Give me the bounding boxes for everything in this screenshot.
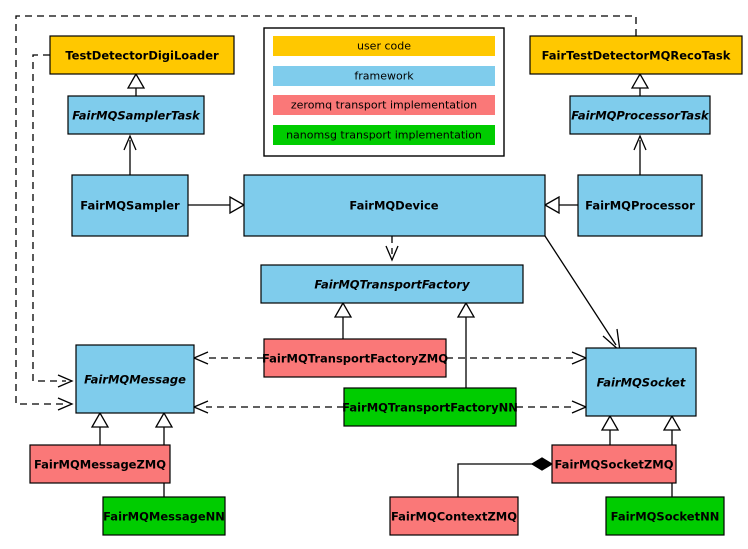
legend-item-zeromq: zeromq transport implementation <box>273 95 495 115</box>
legend-label-nanomsg: nanomsg transport implementation <box>286 129 482 142</box>
node-FairMQProcessorTask[interactable]: FairMQProcessorTask <box>569 95 711 135</box>
node-FairMQDevice[interactable]: FairMQDevice <box>243 174 546 237</box>
edge-tfzmq-to-tf <box>333 301 353 339</box>
edge-tfnn-to-message <box>192 400 344 414</box>
node-FairMQMessage[interactable]: FairMQMessage <box>75 344 195 414</box>
node-FairTestDetectorMQRecoTask[interactable]: FairTestDetectorMQRecoTask <box>529 35 743 75</box>
node-FairMQSocketNN[interactable]: FairMQSocketNN <box>605 496 725 536</box>
node-FairMQMessageZMQ[interactable]: FairMQMessageZMQ <box>29 444 171 484</box>
edge-recotask-to-message <box>15 15 637 411</box>
legend-swatch-nanomsg <box>273 125 495 145</box>
node-TestDetectorDigiLoader[interactable]: TestDetectorDigiLoader <box>49 35 235 75</box>
edge-contextzmq-to-socketzmq <box>457 457 554 497</box>
node-FairMQContextZMQ[interactable]: FairMQContextZMQ <box>389 496 519 536</box>
node-label-FairMQSocket: FairMQSocket <box>597 376 686 390</box>
edge-device-to-transportfactory <box>385 236 399 262</box>
legend-item-nanomsg: nanomsg transport implementation <box>273 125 495 145</box>
node-label-TestDetectorDigiLoader: TestDetectorDigiLoader <box>65 49 219 63</box>
node-FairMQSocket[interactable]: FairMQSocket <box>585 347 697 417</box>
legend-label-zeromq: zeromq transport implementation <box>291 99 477 112</box>
edge-device-to-socket <box>544 235 621 353</box>
node-label-FairMQTransportFactoryNN: FairMQTransportFactoryNN <box>342 401 518 415</box>
node-FairMQProcessor[interactable]: FairMQProcessor <box>577 174 703 237</box>
node-label-FairMQTransportFactoryZMQ: FairMQTransportFactoryZMQ <box>262 352 448 366</box>
node-FairMQTransportFactoryNN[interactable]: FairMQTransportFactoryNN <box>342 387 518 427</box>
node-FairMQSocketZMQ[interactable]: FairMQSocketZMQ <box>551 444 677 484</box>
node-label-FairMQMessageNN: FairMQMessageNN <box>103 510 225 524</box>
legend-label-user-code: user code <box>357 40 411 53</box>
legend: user code framework zeromq transport imp… <box>263 27 505 157</box>
edge-tfnn-to-tf <box>456 301 476 388</box>
edge-digiloader-to-message <box>32 54 74 388</box>
legend-label-framework: framework <box>354 70 414 83</box>
edge-sampler-to-device <box>188 195 246 215</box>
edge-tfzmq-to-socket <box>446 351 588 365</box>
node-label-FairMQSamplerTask: FairMQSamplerTask <box>72 109 201 123</box>
edge-sampler-to-samplertask <box>123 134 137 175</box>
legend-item-framework: framework <box>273 66 495 86</box>
edge-samplertask-to-digiloader <box>126 72 146 96</box>
node-label-FairMQSocketZMQ: FairMQSocketZMQ <box>555 458 674 472</box>
edge-processor-to-processortask <box>633 134 647 175</box>
node-label-FairMQProcessor: FairMQProcessor <box>585 199 695 213</box>
node-FairMQSamplerTask[interactable]: FairMQSamplerTask <box>67 95 205 135</box>
legend-item-user-code: user code <box>273 36 495 56</box>
edge-processortask-to-recotask <box>630 72 650 96</box>
edge-messagezmq-to-message <box>90 411 110 445</box>
node-label-FairMQDevice: FairMQDevice <box>349 199 438 213</box>
node-label-FairMQMessageZMQ: FairMQMessageZMQ <box>34 458 166 472</box>
node-label-FairMQProcessorTask: FairMQProcessorTask <box>571 109 710 123</box>
edge-socketzmq-to-socket <box>600 414 620 445</box>
node-label-FairTestDetectorMQRecoTask: FairTestDetectorMQRecoTask <box>542 49 731 63</box>
node-label-FairMQContextZMQ: FairMQContextZMQ <box>391 510 517 524</box>
legend-swatch-user-code <box>273 36 495 56</box>
edge-processor-to-device <box>543 195 578 215</box>
edge-tfnn-to-socket <box>516 400 588 414</box>
node-FairMQSampler[interactable]: FairMQSampler <box>71 174 189 237</box>
node-FairMQTransportFactoryZMQ[interactable]: FairMQTransportFactoryZMQ <box>262 338 448 378</box>
node-label-FairMQSampler: FairMQSampler <box>80 199 180 213</box>
node-FairMQMessageNN[interactable]: FairMQMessageNN <box>102 496 226 536</box>
edge-tfzmq-to-message <box>192 351 264 365</box>
legend-swatch-framework <box>273 66 495 86</box>
node-label-FairMQSocketNN: FairMQSocketNN <box>611 510 720 524</box>
node-label-FairMQTransportFactory: FairMQTransportFactory <box>314 278 470 292</box>
legend-swatch-zeromq <box>273 95 495 115</box>
node-label-FairMQMessage: FairMQMessage <box>84 373 186 387</box>
node-FairMQTransportFactory[interactable]: FairMQTransportFactory <box>260 264 524 304</box>
